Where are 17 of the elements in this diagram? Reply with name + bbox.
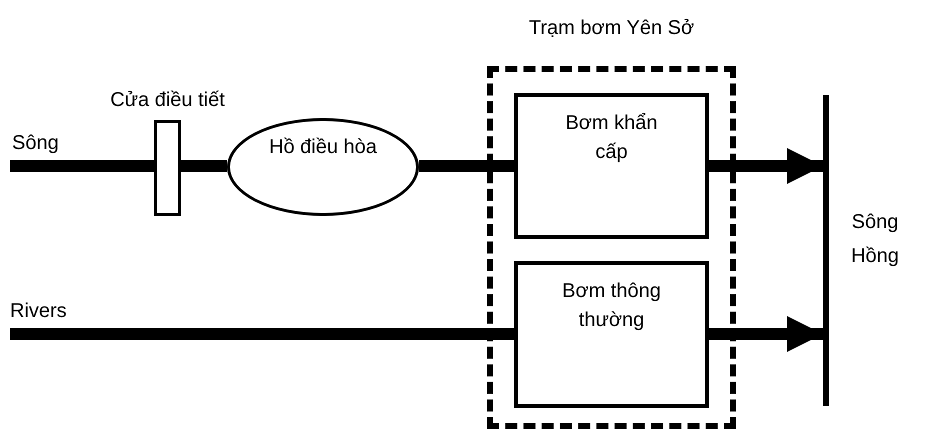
river-name: Rivers [10,300,67,323]
connector-line [419,160,514,172]
node-label: Hồ điều hòa [269,135,377,160]
connector-line [181,160,227,172]
arrow [709,148,823,184]
node-heading: Trạm bơm Yên Sở [528,16,694,41]
river-bar [823,95,829,406]
river-label: Sông Hồng [850,210,900,269]
node-label: Bơm khẩn cấp [564,111,659,165]
node-heading: Cửa điều tiết [110,88,225,113]
connector-line [10,160,154,172]
pump-box [514,261,709,408]
connector-line [10,328,514,340]
node-label: Bơm thông thường [561,279,662,333]
arrow [709,316,823,352]
river-name: Sông [12,132,59,155]
pump-box [514,93,709,239]
